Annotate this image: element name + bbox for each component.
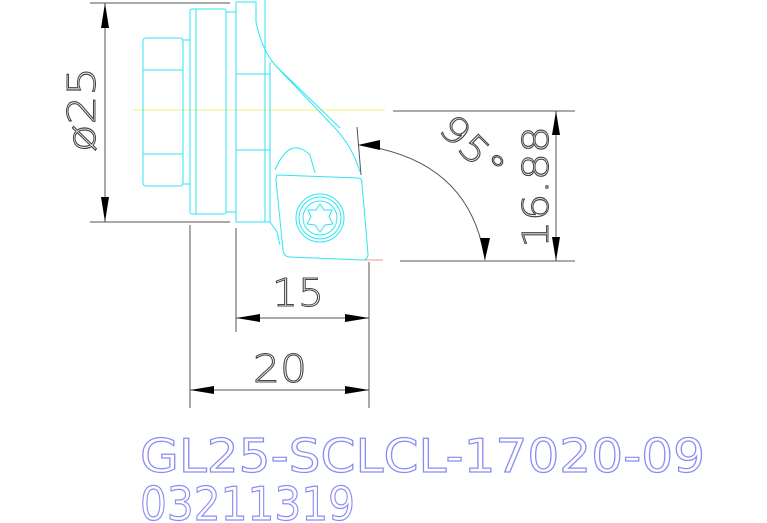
torx-screw-icon [306, 203, 334, 233]
width-inner-dimension: 15 [235, 228, 370, 408]
height-label: 16.88 [516, 126, 557, 248]
angle-dimension: 95° [356, 107, 513, 261]
height-dimension: 16.88 [393, 110, 575, 262]
part-number: GL25-SCLCL-17020-09 [140, 429, 705, 483]
angle-label: 95° [431, 107, 513, 189]
diameter-label: ø25 [60, 67, 104, 152]
width-outer-dimension: 20 [189, 225, 369, 408]
tool-holder [142, 0, 369, 261]
diameter-dimension: ø25 [60, 2, 230, 223]
width-inner-label: 15 [272, 271, 324, 315]
part-code: 03211319 [140, 477, 355, 523]
width-outer-label: 20 [253, 347, 307, 391]
